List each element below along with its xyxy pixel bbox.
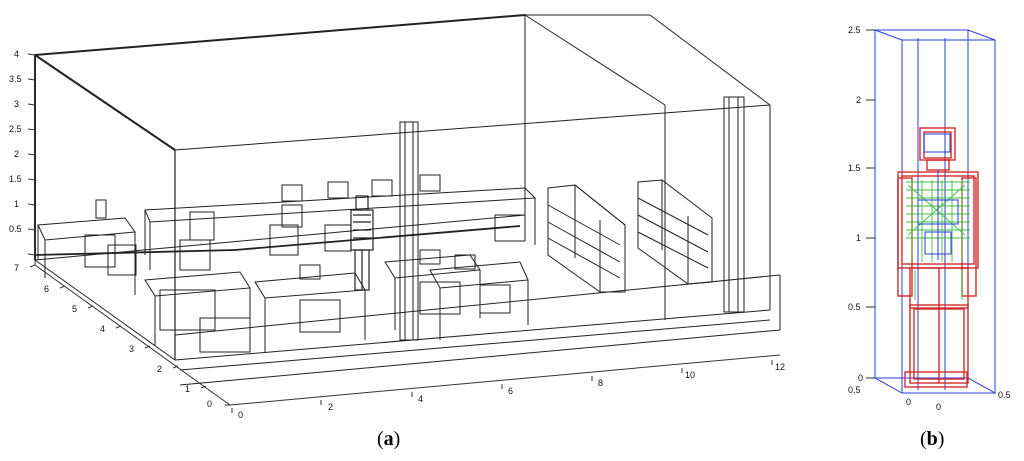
base-tick-label: 0: [906, 397, 911, 407]
z-tick-label-b: 0: [858, 373, 863, 383]
y-tick-label: 2: [157, 364, 162, 374]
body-inner-blue: [917, 133, 959, 260]
z-tick-label: 1: [14, 199, 19, 209]
pillar-right: [723, 96, 745, 313]
chairs: [84, 204, 526, 333]
body-interior-mesh: [906, 180, 970, 300]
z-tick-label-b: 2.5: [848, 25, 861, 35]
caption-a-open: (: [377, 428, 384, 450]
z-tick-label: 1.5: [9, 174, 22, 184]
z-tick-label-b: 1.5: [848, 163, 861, 173]
bookshelf-right: [637, 179, 713, 285]
z-tick-label-b: 0.5: [848, 302, 861, 312]
y-tick-label: 5: [72, 304, 77, 314]
y-tick-label: 7: [14, 263, 19, 273]
caption-b-open: (: [920, 428, 927, 450]
x-tick-label: 12: [775, 362, 785, 372]
caption-b-close: ): [937, 428, 945, 450]
room-outer-frame: [34, 14, 781, 386]
z-tick-label: 4: [14, 49, 19, 59]
caption-a-letter: a: [383, 428, 394, 450]
caption-a: (a): [377, 428, 400, 451]
x-tick-label: 8: [598, 378, 603, 388]
x-tick-label: 6: [508, 386, 513, 396]
z-tick-label-b: 2: [856, 95, 861, 105]
y-tick-label: 0: [207, 399, 212, 409]
z-tick-labels-b: 2.5 2 1.5 1 0.5 0: [848, 25, 863, 383]
base-tick-labels-b: 0.5 0 0 0.5: [848, 385, 1011, 412]
base-tick-label: 0.5: [848, 385, 861, 395]
z-tick-label: 2: [14, 149, 19, 159]
body-voxel-wireframe: [866, 29, 997, 394]
desks: [37, 187, 537, 353]
axes-a: [27, 53, 781, 413]
x-tick-label: 2: [328, 402, 333, 412]
z-tick-label-b: 1: [856, 233, 861, 243]
x-tick-label: 0: [238, 410, 243, 420]
axes-b: [866, 29, 875, 379]
bookshelf-left: [547, 184, 626, 293]
person-figure: [350, 195, 374, 291]
x-tick-labels-a: 0 2 4 6 8 10 12: [238, 362, 785, 420]
y-tick-label: 1: [185, 384, 190, 394]
base-tick-label: 0: [936, 402, 941, 412]
y-tick-label: 6: [44, 284, 49, 294]
monitors: [95, 174, 441, 219]
z-tick-labels-a: 4 3.5 3 2.5 2 1.5 1 0.5: [9, 49, 22, 234]
z-tick-label: 0.5: [9, 224, 22, 234]
caption-a-close: ): [393, 428, 401, 450]
z-tick-label: 3.5: [9, 74, 22, 84]
x-tick-label: 4: [418, 394, 423, 404]
caption-b: (b): [920, 428, 944, 451]
y-tick-label: 4: [100, 324, 105, 334]
y-tick-labels-a: 7 6 5 4 3 2 1 0: [14, 263, 212, 409]
base-tick-label: 0.5: [998, 390, 1011, 400]
y-tick-label: 3: [129, 344, 134, 354]
x-tick-label: 10: [685, 370, 695, 380]
room-3d-wireframe: [27, 14, 781, 413]
caption-b-letter: b: [926, 428, 938, 450]
z-tick-label: 2.5: [9, 124, 22, 134]
pillar-center: [399, 121, 419, 341]
z-tick-label: 3: [14, 99, 19, 109]
